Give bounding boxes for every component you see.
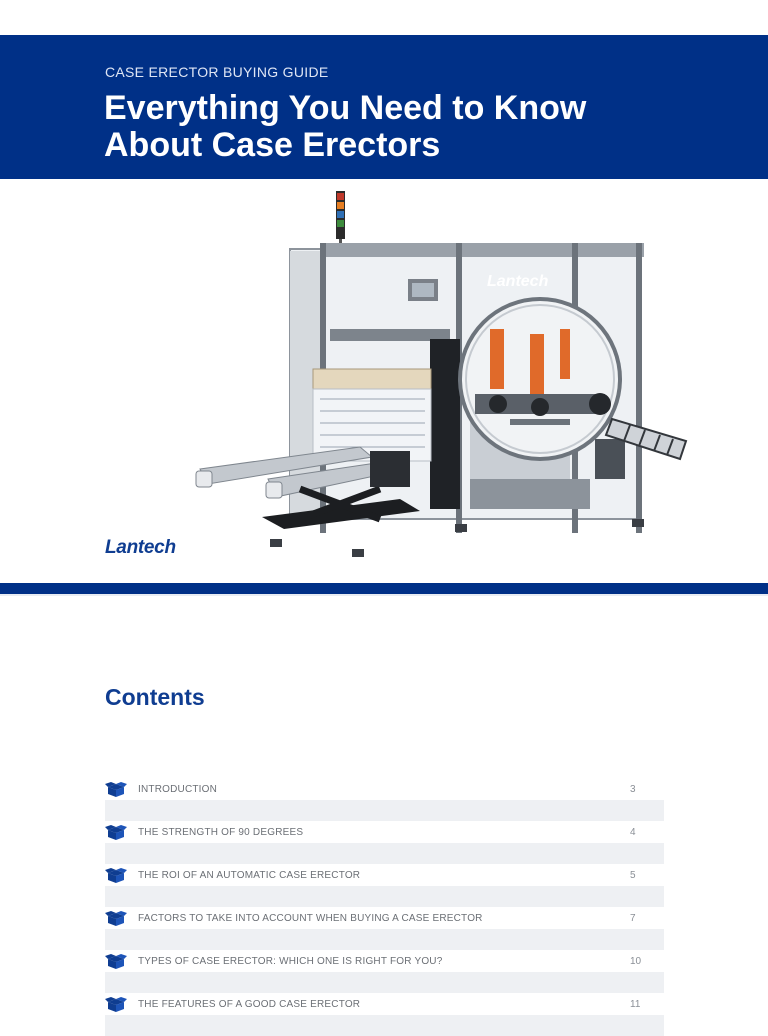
toc-page-number: 5 (630, 869, 636, 881)
toc-row-spacer (105, 1015, 664, 1036)
toc-page-number: 3 (630, 783, 636, 795)
toc-label: INTRODUCTION (138, 783, 218, 795)
toc-row-spacer (105, 972, 664, 993)
page-title: Everything You Need to Know About Case E… (104, 90, 724, 164)
toc-row-spacer (105, 800, 664, 821)
toc-label: THE STRENGTH OF 90 DEGREES (138, 826, 304, 838)
toc-label: TYPES OF CASE ERECTOR: WHICH ONE IS RIGH… (138, 955, 443, 967)
toc-row-spacer (105, 843, 664, 864)
toc-item-introduction[interactable]: INTRODUCTION 3 (105, 778, 664, 800)
toc-page-number: 10 (630, 955, 642, 967)
title-banner: CASE ERECTOR BUYING GUIDE Everything You… (0, 35, 768, 179)
hero-image: Lantech (0, 179, 768, 583)
toc-page-number: 7 (630, 912, 636, 924)
machine-brand-text: Lantech (487, 273, 549, 290)
toc-label: FACTORS TO TAKE INTO ACCOUNT WHEN BUYING… (138, 912, 483, 924)
toc-item-roi[interactable]: THE ROI OF AN AUTOMATIC CASE ERECTOR 5 (105, 864, 664, 886)
box-icon (105, 782, 127, 797)
table-of-contents: INTRODUCTION 3 THE STRENGTH OF 90 DEGREE… (105, 778, 664, 1036)
toc-item-factors[interactable]: FACTORS TO TAKE INTO ACCOUNT WHEN BUYING… (105, 907, 664, 929)
toc-page-number: 4 (630, 826, 636, 838)
toc-item-strength-of-90-degrees[interactable]: THE STRENGTH OF 90 DEGREES 4 (105, 821, 664, 843)
toc-label: THE ROI OF AN AUTOMATIC CASE ERECTOR (138, 869, 361, 881)
box-icon (105, 911, 127, 926)
divider-stripe (0, 583, 768, 594)
box-icon (105, 868, 127, 883)
divider-stripe-light (0, 594, 768, 596)
title-line-1: Everything You Need to Know (104, 89, 587, 127)
toc-item-types[interactable]: TYPES OF CASE ERECTOR: WHICH ONE IS RIGH… (105, 950, 664, 972)
toc-row-spacer (105, 886, 664, 907)
box-icon (105, 954, 127, 969)
case-erector-machine-illustration: Lantech (195, 191, 688, 557)
toc-label: THE FEATURES OF A GOOD CASE ERECTOR (138, 998, 361, 1010)
box-icon (105, 997, 127, 1012)
toc-row-spacer (105, 929, 664, 950)
contents-heading: Contents (105, 684, 205, 710)
title-line-2: About Case Erectors (104, 126, 441, 164)
toc-page-number: 11 (630, 998, 641, 1010)
toc-item-features[interactable]: THE FEATURES OF A GOOD CASE ERECTOR 11 (105, 993, 664, 1015)
guide-eyebrow: CASE ERECTOR BUYING GUIDE (105, 64, 329, 80)
lantech-logo: Lantech (105, 537, 176, 558)
box-icon (105, 825, 127, 840)
